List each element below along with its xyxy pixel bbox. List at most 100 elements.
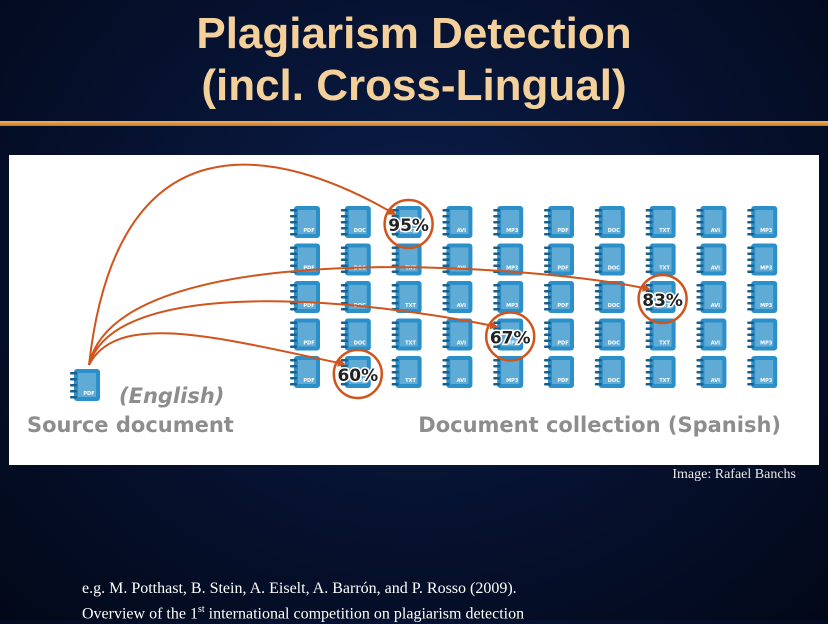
match-circle bbox=[383, 198, 434, 250]
binder-ring bbox=[544, 365, 551, 368]
binder-ring bbox=[696, 383, 704, 386]
document-page bbox=[602, 247, 621, 272]
binder-ring bbox=[594, 321, 602, 324]
document-body bbox=[700, 206, 727, 238]
binder-ring bbox=[594, 252, 602, 255]
binder-ring bbox=[594, 333, 602, 336]
document-page bbox=[399, 322, 418, 347]
document-page bbox=[298, 247, 316, 272]
match-arrow bbox=[88, 332, 346, 367]
binder-ring bbox=[696, 284, 704, 287]
file-type-tag: TXT bbox=[405, 341, 416, 347]
reference-line-2-post: international competition on plagiarism … bbox=[204, 605, 525, 623]
binder-ring bbox=[544, 333, 551, 336]
binder-ring bbox=[391, 270, 399, 273]
binder-ring bbox=[391, 290, 399, 293]
document-body bbox=[700, 356, 727, 388]
document-body bbox=[751, 243, 778, 276]
document-page bbox=[348, 322, 367, 347]
document-page bbox=[298, 360, 316, 384]
binder-ring bbox=[696, 209, 704, 212]
collection-document-icon: MP3 bbox=[747, 356, 778, 388]
document-body bbox=[446, 281, 473, 313]
binder-ring bbox=[747, 308, 755, 311]
binder-ring bbox=[442, 371, 450, 374]
binder-ring bbox=[747, 209, 755, 212]
collection-document-icon: TXT bbox=[391, 318, 422, 351]
file-type-tag: TXT bbox=[405, 303, 416, 309]
document-body bbox=[344, 356, 371, 388]
binder-ring bbox=[340, 264, 348, 267]
document-body bbox=[700, 243, 727, 276]
binder-ring bbox=[645, 365, 653, 368]
binder-ring bbox=[696, 252, 704, 255]
binder-ring bbox=[544, 252, 551, 255]
binder-ring bbox=[290, 252, 297, 255]
document-collection-label: Document collection (Spanish) bbox=[418, 413, 781, 437]
document-page bbox=[298, 210, 316, 234]
binder-ring bbox=[340, 333, 348, 336]
binder-ring bbox=[747, 246, 755, 249]
collection-document-icon: MP3 bbox=[747, 281, 778, 313]
binder-ring bbox=[645, 215, 653, 218]
document-body bbox=[497, 281, 524, 313]
binder-ring bbox=[442, 333, 450, 336]
binder-ring bbox=[493, 258, 501, 261]
document-page bbox=[450, 285, 469, 309]
binder-ring bbox=[290, 371, 297, 374]
document-body bbox=[751, 206, 778, 238]
binder-ring bbox=[594, 383, 602, 386]
binder-ring bbox=[696, 333, 704, 336]
binder-ring bbox=[645, 221, 653, 224]
binder-ring bbox=[290, 246, 297, 249]
collection-document-icon: DOC bbox=[340, 318, 371, 351]
binder-ring bbox=[645, 284, 653, 287]
binder-ring bbox=[70, 372, 77, 375]
binder-ring bbox=[493, 209, 501, 212]
binder-ring bbox=[696, 233, 704, 236]
document-page bbox=[501, 322, 520, 347]
document-body bbox=[294, 356, 320, 388]
binder-ring bbox=[645, 345, 653, 348]
reference-line-2-pre: Overview of the 1 bbox=[82, 605, 198, 623]
document-page bbox=[501, 285, 520, 309]
document-page bbox=[552, 322, 570, 347]
document-page bbox=[501, 210, 520, 234]
document-page bbox=[552, 210, 570, 234]
binder-ring bbox=[290, 221, 297, 224]
document-page bbox=[399, 360, 418, 384]
binder-ring bbox=[544, 284, 551, 287]
collection-document-icon: AVI bbox=[442, 356, 473, 388]
binder-ring bbox=[594, 339, 602, 342]
binder-ring bbox=[340, 339, 348, 342]
match-percentage: 95% bbox=[388, 216, 429, 236]
document-page bbox=[755, 285, 774, 309]
binder-ring bbox=[696, 227, 704, 230]
document-body bbox=[751, 356, 778, 388]
binder-ring bbox=[594, 377, 602, 380]
document-page bbox=[653, 285, 672, 309]
file-type-tag: TXT bbox=[405, 228, 416, 234]
collection-document-icon: MP3 bbox=[747, 318, 778, 351]
match-arrow bbox=[88, 300, 499, 366]
binder-ring bbox=[696, 246, 704, 249]
binder-ring bbox=[391, 258, 399, 261]
file-type-tag: MP3 bbox=[506, 303, 519, 309]
binder-ring bbox=[747, 333, 755, 336]
file-type-tag: AVI bbox=[457, 341, 466, 347]
binder-ring bbox=[594, 284, 602, 287]
binder-ring bbox=[493, 339, 501, 342]
binder-ring bbox=[493, 359, 501, 362]
collection-document-icon: DOC bbox=[340, 243, 371, 276]
document-body bbox=[649, 243, 676, 276]
binder-ring bbox=[391, 252, 399, 255]
binder-ring bbox=[442, 296, 450, 299]
file-type-tag: PDF bbox=[303, 228, 314, 234]
binder-ring bbox=[645, 302, 653, 305]
document-page bbox=[704, 210, 723, 234]
document-body bbox=[497, 356, 524, 388]
binder-ring bbox=[594, 209, 602, 212]
binder-ring bbox=[290, 296, 297, 299]
file-type-tag: MP3 bbox=[506, 266, 519, 272]
